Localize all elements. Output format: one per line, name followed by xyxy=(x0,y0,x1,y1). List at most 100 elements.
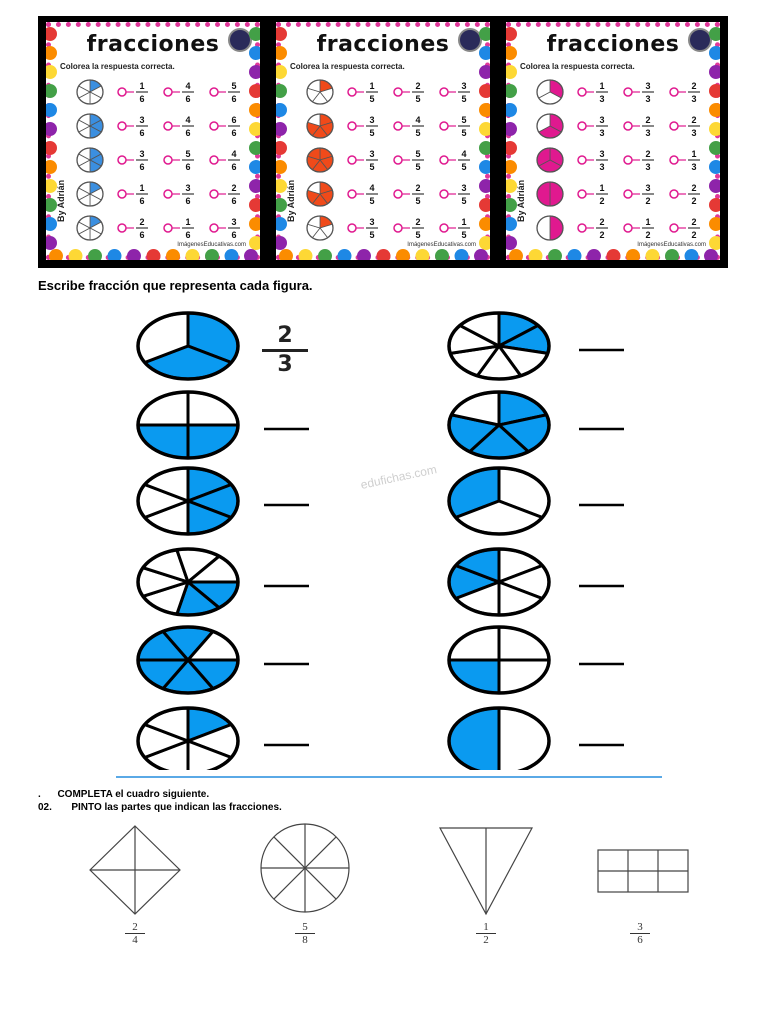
numerator: 5 xyxy=(302,921,308,933)
border-bubble xyxy=(506,46,517,60)
border-bubble xyxy=(479,27,490,41)
option-numerator: 1 xyxy=(645,217,650,227)
mini-pie xyxy=(536,147,564,173)
pie-outline xyxy=(136,466,240,536)
option-bubble[interactable] xyxy=(163,223,173,233)
option-denominator: 5 xyxy=(415,94,420,104)
option-bubble[interactable] xyxy=(163,155,173,165)
option-bubble[interactable] xyxy=(623,189,633,199)
option-bubble[interactable] xyxy=(117,223,127,233)
option-numerator: 4 xyxy=(415,115,420,125)
option-bubble[interactable] xyxy=(117,155,127,165)
fraction-circle xyxy=(447,547,551,617)
option-bubble[interactable] xyxy=(117,189,127,199)
border-bubble xyxy=(46,65,57,79)
option-bubble[interactable] xyxy=(209,223,219,233)
option-numerator: 1 xyxy=(599,183,604,193)
option-bubble[interactable] xyxy=(393,87,403,97)
option-bubble[interactable] xyxy=(669,223,679,233)
option-denominator: 2 xyxy=(645,196,650,206)
option-bubble[interactable] xyxy=(209,87,219,97)
option-bubble[interactable] xyxy=(117,87,127,97)
option-bubble[interactable] xyxy=(623,155,633,165)
pie-outline xyxy=(136,390,240,460)
option-bubble[interactable] xyxy=(117,121,127,131)
fraction-bar xyxy=(476,933,496,934)
option-bubble[interactable] xyxy=(347,223,357,233)
option-bubble[interactable] xyxy=(393,155,403,165)
option-bubble[interactable] xyxy=(347,189,357,199)
option-bubble[interactable] xyxy=(163,121,173,131)
option-denominator: 6 xyxy=(185,162,190,172)
worksheet-card-sixths: fracciones Colorea la respuesta correcta… xyxy=(46,22,260,260)
option-bubble[interactable] xyxy=(393,223,403,233)
border-bubble xyxy=(249,217,260,231)
mini-pie xyxy=(306,147,334,173)
option-bubble[interactable] xyxy=(439,87,449,97)
option-bubble[interactable] xyxy=(623,87,633,97)
option-bubble[interactable] xyxy=(347,87,357,97)
option-denominator: 2 xyxy=(691,230,696,240)
option-bubble[interactable] xyxy=(577,87,587,97)
option-bubble[interactable] xyxy=(439,223,449,233)
border-bubble xyxy=(474,249,488,260)
option-bubble[interactable] xyxy=(393,121,403,131)
option-bubble[interactable] xyxy=(347,121,357,131)
option-denominator: 3 xyxy=(691,94,696,104)
option-denominator: 5 xyxy=(461,94,466,104)
worksheet-card-fifths: fracciones Colorea la respuesta correcta… xyxy=(276,22,490,260)
option-bubble[interactable] xyxy=(623,121,633,131)
border-bubble xyxy=(709,65,720,79)
option-denominator: 6 xyxy=(139,230,144,240)
option-bubble[interactable] xyxy=(669,189,679,199)
option-bubble[interactable] xyxy=(393,189,403,199)
option-denominator: 6 xyxy=(231,230,236,240)
pie-slice xyxy=(549,215,564,241)
option-bubble[interactable] xyxy=(577,189,587,199)
option-bubble[interactable] xyxy=(623,223,633,233)
option-denominator: 5 xyxy=(415,162,420,172)
option-denominator: 2 xyxy=(645,230,650,240)
border-bubble xyxy=(357,249,371,260)
card-instruction: Colorea la respuesta correcta. xyxy=(520,62,635,71)
triangle-shape[interactable] xyxy=(438,827,534,916)
option-bubble[interactable] xyxy=(577,155,587,165)
option-bubble[interactable] xyxy=(669,121,679,131)
option-bubble[interactable] xyxy=(209,155,219,165)
option-denominator: 5 xyxy=(415,128,420,138)
option-bubble[interactable] xyxy=(439,189,449,199)
pie-outline xyxy=(536,113,564,139)
option-bubble[interactable] xyxy=(163,189,173,199)
rectangle-grid-shape[interactable] xyxy=(597,849,689,893)
border-bubble xyxy=(506,198,517,212)
option-bubble[interactable] xyxy=(209,121,219,131)
option-bubble[interactable] xyxy=(439,155,449,165)
border-bubble xyxy=(435,249,449,260)
border-bubble xyxy=(548,249,562,260)
option-bubble[interactable] xyxy=(669,87,679,97)
option-numerator: 3 xyxy=(139,149,144,159)
border-bubble xyxy=(479,217,490,231)
option-bubble[interactable] xyxy=(669,155,679,165)
circle-shape[interactable] xyxy=(260,823,350,913)
border-bubble xyxy=(709,27,720,41)
option-denominator: 5 xyxy=(461,196,466,206)
option-bubble[interactable] xyxy=(439,121,449,131)
option-numerator: 1 xyxy=(139,183,144,193)
option-bubble[interactable] xyxy=(577,223,587,233)
diamond-shape[interactable] xyxy=(89,825,181,915)
badge-icon xyxy=(228,28,252,52)
option-bubble[interactable] xyxy=(347,155,357,165)
option-bubble[interactable] xyxy=(577,121,587,131)
instruction-paint: 02. PINTO las partes que indican las fra… xyxy=(38,802,282,813)
option-bubble[interactable] xyxy=(209,189,219,199)
option-numerator: 2 xyxy=(645,149,650,159)
option-numerator: 6 xyxy=(231,115,236,125)
fraction-circle xyxy=(447,706,551,770)
border-bubble xyxy=(88,249,102,260)
border-bubble xyxy=(276,65,287,79)
border-bubble xyxy=(506,84,517,98)
fraction-circle xyxy=(136,625,240,695)
option-bubble[interactable] xyxy=(163,87,173,97)
option-numerator: 5 xyxy=(185,149,190,159)
